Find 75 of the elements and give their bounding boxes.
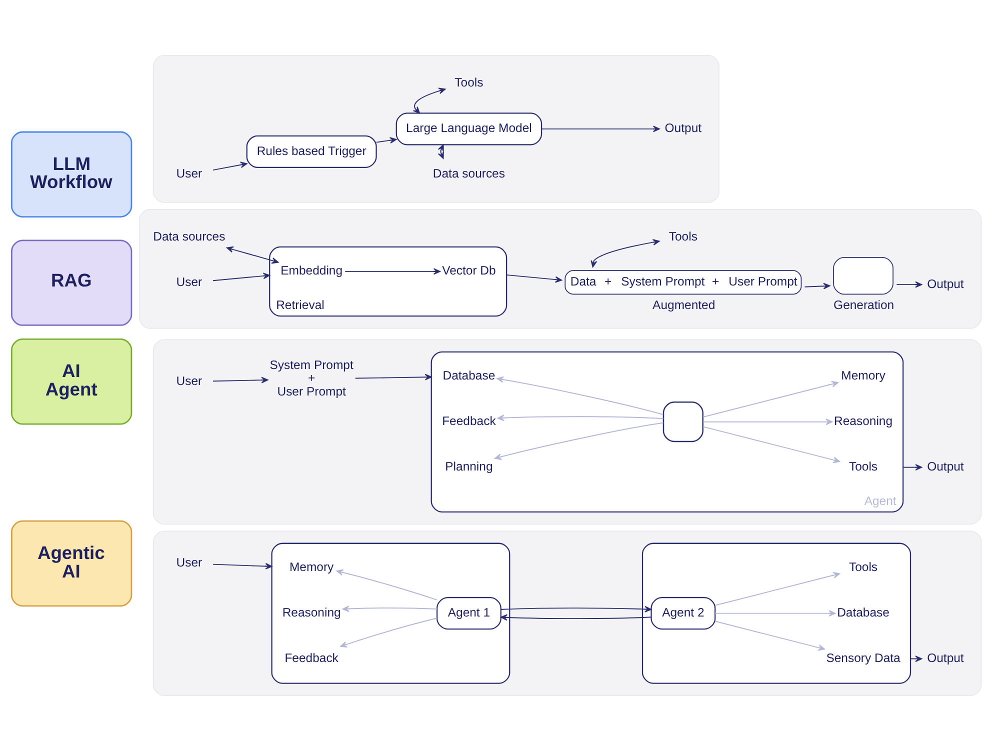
node-text: Planning	[445, 459, 493, 474]
arrow	[212, 272, 270, 281]
node-text: Memory	[289, 560, 334, 574]
arrow	[500, 614, 652, 620]
arrow	[494, 422, 664, 460]
arrow	[500, 605, 652, 612]
node-text: Database	[837, 605, 890, 620]
node-text: Sensory Data	[826, 650, 900, 665]
cluster	[138, 208, 982, 328]
arrow	[702, 418, 833, 425]
node-text: Vector Db	[442, 263, 496, 278]
node-label: Augmented	[652, 298, 716, 312]
node-text: Feedback	[284, 650, 338, 665]
node-text: Output	[664, 120, 702, 135]
arrow	[714, 610, 836, 616]
arrow	[714, 572, 840, 606]
node-box: Large Language Model	[396, 112, 542, 145]
arrow	[714, 620, 826, 650]
arrow	[902, 464, 922, 470]
node-text: System Prompt + User Prompt	[270, 358, 354, 398]
node-text: Tools	[849, 560, 878, 574]
cluster	[642, 542, 912, 684]
arrow	[506, 274, 562, 282]
arrow	[226, 246, 279, 264]
node-box: AI Agent	[10, 338, 132, 424]
node-label: Generation	[834, 298, 894, 312]
arrow	[340, 617, 438, 648]
node-box	[662, 401, 704, 442]
arrow	[702, 380, 839, 417]
arrow	[804, 282, 830, 289]
node-box: Agent 2	[650, 596, 716, 630]
node-text: Embedding	[280, 263, 343, 278]
node-text: Tools	[668, 229, 698, 244]
arrow	[896, 280, 922, 288]
node-text: User	[176, 373, 202, 388]
cluster	[152, 54, 720, 202]
node-box: Rules based Trigger	[246, 134, 377, 168]
arrow	[212, 376, 268, 383]
node-text: Database	[442, 368, 496, 382]
node-text: Data sources	[432, 166, 506, 180]
arrow	[212, 562, 272, 569]
arrow	[541, 125, 660, 132]
node-text: Reasoning	[282, 605, 341, 620]
arrow	[497, 414, 664, 421]
arrow	[342, 605, 438, 612]
arrow	[344, 268, 440, 274]
node-text: Memory	[841, 368, 886, 382]
node-text: Data sources	[153, 229, 226, 244]
arrow	[336, 568, 438, 600]
node-box: Agent 1	[436, 596, 502, 630]
node-text: Tools	[849, 459, 878, 474]
node-box: RAG	[10, 239, 132, 326]
node-text: Reasoning	[834, 414, 893, 428]
arrow	[910, 655, 922, 662]
node-text: User	[176, 555, 202, 570]
cluster	[271, 542, 510, 684]
arrow	[412, 87, 446, 114]
cluster	[152, 530, 982, 696]
node-text: Output	[927, 276, 964, 290]
arrow	[212, 161, 248, 170]
arrow	[496, 376, 664, 415]
node-text: User	[176, 274, 202, 289]
arrow	[438, 144, 444, 158]
node-box: LLM Workflow	[10, 130, 132, 217]
cluster	[152, 338, 982, 524]
arrow	[376, 136, 397, 144]
node-text: Tools	[454, 75, 484, 90]
node-box: Agentic AI	[10, 520, 132, 606]
node-text: User	[176, 166, 202, 180]
arrow	[354, 373, 432, 380]
arrow	[702, 426, 840, 463]
node-text: Feedback	[442, 414, 496, 428]
arrow	[590, 238, 660, 267]
node-text: Output	[927, 650, 964, 665]
node-text: Output	[927, 459, 964, 474]
